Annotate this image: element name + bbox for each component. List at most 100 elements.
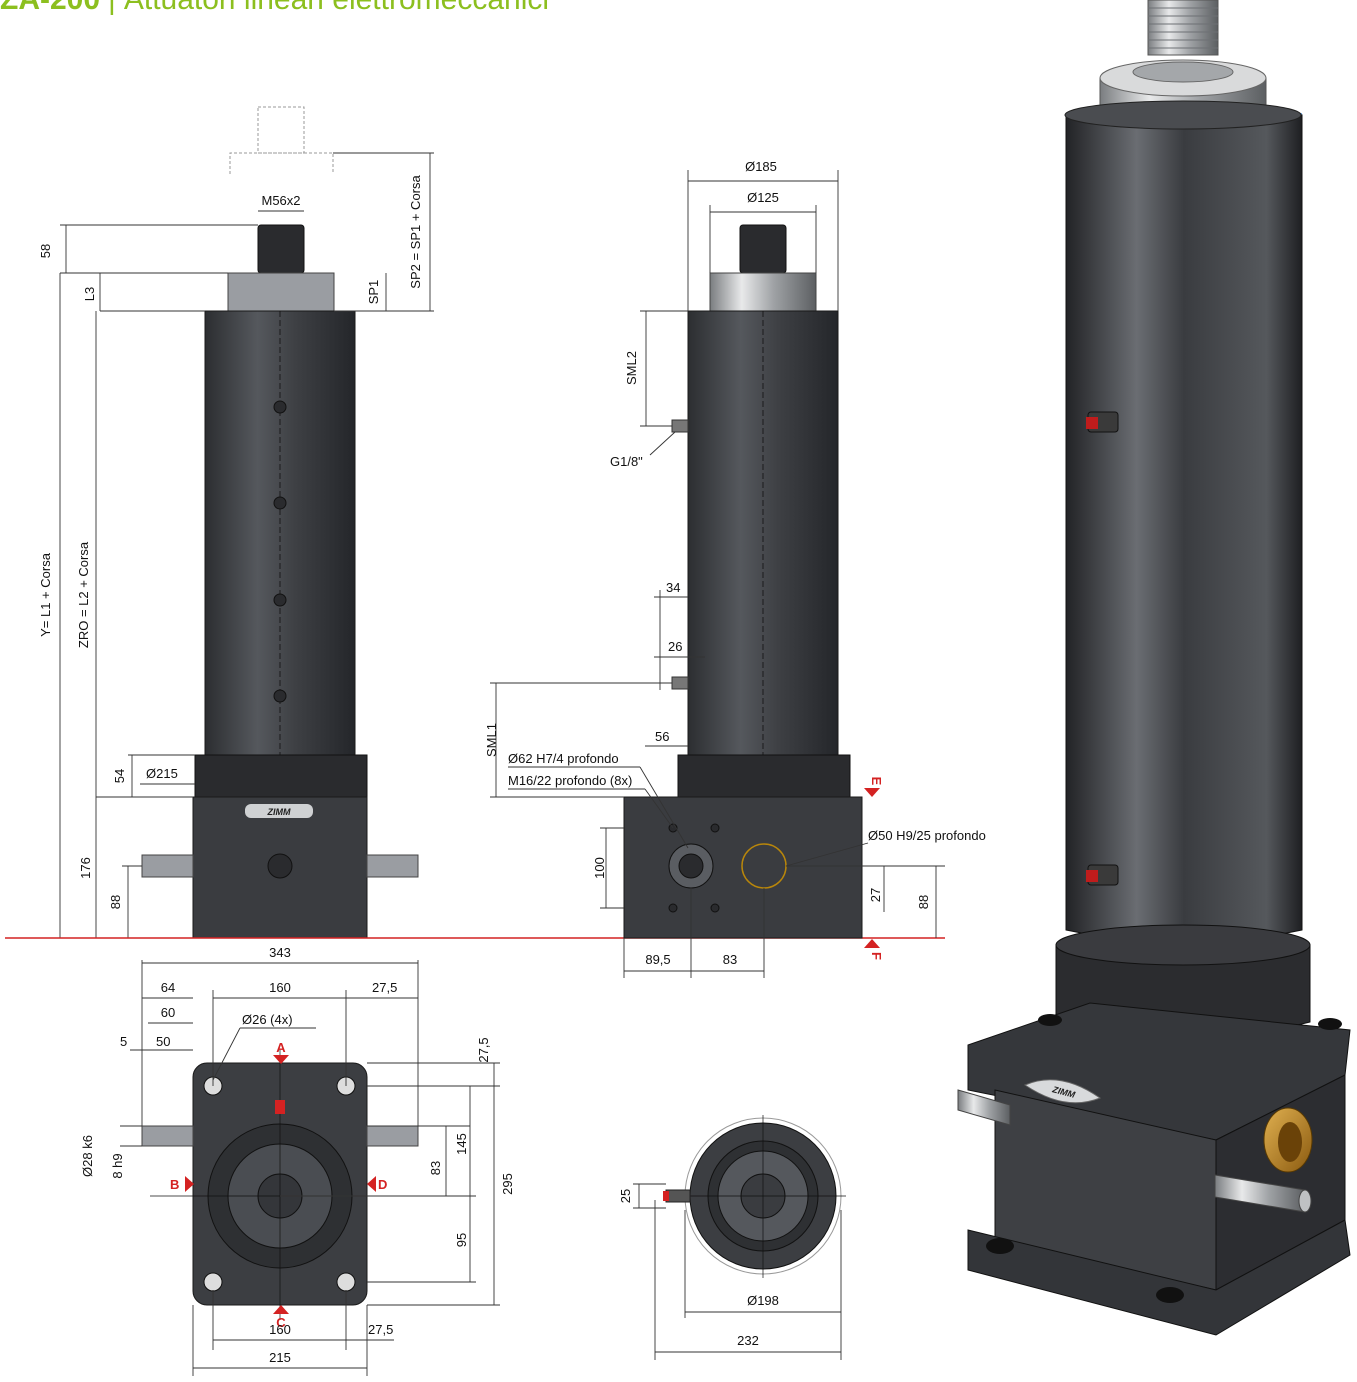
mount-hole	[203, 1272, 223, 1292]
arrow-E	[864, 788, 880, 797]
dim-d28: Ø28 k6	[80, 1135, 95, 1177]
dim-60: 60	[161, 1005, 175, 1020]
mount-hole	[336, 1272, 356, 1292]
dim-50: 50	[156, 1034, 170, 1049]
shaft-hole	[267, 853, 293, 879]
product-code: ZA-200	[0, 0, 100, 16]
dim-SML1: SML1	[484, 723, 499, 757]
dim-145: 145	[454, 1133, 469, 1155]
dim-89-5: 89,5	[645, 952, 670, 967]
dim-26: 26	[668, 639, 682, 654]
dim-SML2: SML2	[624, 351, 639, 385]
dim-34: 34	[666, 580, 680, 595]
dim-64: 64	[161, 980, 175, 995]
dim-8h9: 8 h9	[110, 1153, 125, 1178]
dim-SP1: SP1	[366, 280, 381, 305]
marker-C: C	[276, 1315, 286, 1330]
header-separator: |	[108, 0, 116, 16]
arrow-C	[273, 1305, 289, 1314]
dim-thread: M56x2	[261, 193, 300, 208]
dim-ZRO: ZRO = L2 + Corsa	[76, 541, 91, 648]
rod-collar	[227, 272, 335, 312]
mounting-flange	[677, 754, 851, 798]
port-dot	[273, 593, 287, 607]
threaded-rod-end	[257, 224, 305, 274]
input-shaft-right	[366, 854, 419, 878]
port-callout: G1/8"	[610, 454, 643, 469]
gearbox-housing	[623, 796, 863, 939]
bottom-view: 343 64 160 27,5 60 Ø26 (4x) 5 50 A 27,5 …	[80, 945, 515, 1376]
marker-A: A	[276, 1040, 286, 1055]
lube-port-lower	[671, 676, 689, 690]
marker-B: B	[170, 1177, 179, 1192]
threaded-rod-end	[739, 224, 787, 274]
bore-d50-note: Ø50 H9/25 profondo	[868, 828, 986, 843]
dim-95: 95	[454, 1233, 469, 1247]
dim-27-5-bottom: 27,5	[368, 1322, 393, 1337]
brand-plate	[245, 804, 313, 818]
page-header: ZA-200 | Attuatori lineari elettromeccanic…	[0, 0, 549, 22]
dim-232: 232	[737, 1333, 759, 1348]
dim-215: 215	[269, 1350, 291, 1365]
dim-d198: Ø198	[747, 1293, 779, 1308]
dim-176: 176	[78, 857, 93, 879]
threaded-stud	[1147, 0, 1219, 56]
dim-Y: Y= L1 + Corsa	[38, 552, 53, 637]
input-shaft-left	[141, 854, 194, 878]
arrow-F	[864, 939, 880, 948]
arrow-D	[367, 1176, 376, 1192]
phantom-stroke	[229, 152, 334, 174]
product-subtitle: Attuatori lineari elettromeccanici	[124, 0, 549, 16]
dim-d125: Ø125	[747, 190, 779, 205]
mounting-flange	[194, 754, 368, 798]
port-marker	[275, 1100, 285, 1114]
dim-L3: L3	[82, 287, 97, 301]
dim-295: 295	[500, 1173, 515, 1195]
dim-58: 58	[38, 244, 53, 258]
marker-D: D	[378, 1177, 387, 1192]
lube-port-upper	[671, 419, 689, 433]
product-render: ZIMM	[957, 0, 1351, 1336]
dim-56: 56	[655, 729, 669, 744]
shaft-left	[957, 1089, 1011, 1126]
dim-d26: Ø26 (4x)	[242, 1012, 293, 1027]
port-dot	[273, 496, 287, 510]
input-shaft-left	[141, 1125, 194, 1147]
arrow-A	[273, 1055, 289, 1064]
dim-d185: Ø185	[745, 159, 777, 174]
port-dot	[273, 400, 287, 414]
dim-SP2: SP2 = SP1 + Corsa	[408, 175, 423, 289]
dim-5: 5	[120, 1034, 127, 1049]
dim-88: 88	[108, 895, 123, 909]
dim-54: 54	[112, 769, 127, 783]
marker-F: F	[869, 952, 884, 960]
side-view: Ø185 Ø125 SML2 G1/8" 34 26 SML1 56 Ø62 H…	[484, 159, 986, 978]
dim-88-side: 88	[916, 895, 931, 909]
dim-100: 100	[592, 857, 607, 879]
brand-label: ZIMM	[267, 807, 291, 817]
main-tube	[1065, 114, 1303, 943]
rod-collar	[709, 272, 817, 312]
dim-27: 27	[868, 888, 883, 902]
brand-plate	[1023, 1079, 1102, 1104]
phantom-rod-end	[257, 106, 305, 154]
top-view: 25 Ø198 232	[618, 1115, 846, 1360]
dim-d215: Ø215	[146, 766, 178, 781]
lube-port	[665, 1189, 691, 1203]
dim-27-5-right: 27,5	[476, 1037, 491, 1062]
marker-E: E	[869, 777, 884, 786]
bore-d62-note: Ø62 H7/4 profondo	[508, 751, 619, 766]
dim-27-5-top: 27,5	[372, 980, 397, 995]
dim-160-bottom: 160	[269, 1322, 291, 1337]
dim-25: 25	[618, 1189, 633, 1203]
dim-83-bottom: 83	[428, 1161, 443, 1175]
dim-343: 343	[269, 945, 291, 960]
dim-160-top: 160	[269, 980, 291, 995]
bottom-plate	[967, 1219, 1351, 1336]
front-view: ZIMM M56x2 58 L3 SP1 SP2 = SP1 + Corsa Y…	[38, 106, 434, 939]
input-shaft-right	[366, 1125, 419, 1147]
arrow-B	[185, 1176, 194, 1192]
dim-83: 83	[723, 952, 737, 967]
port-dot	[273, 689, 287, 703]
